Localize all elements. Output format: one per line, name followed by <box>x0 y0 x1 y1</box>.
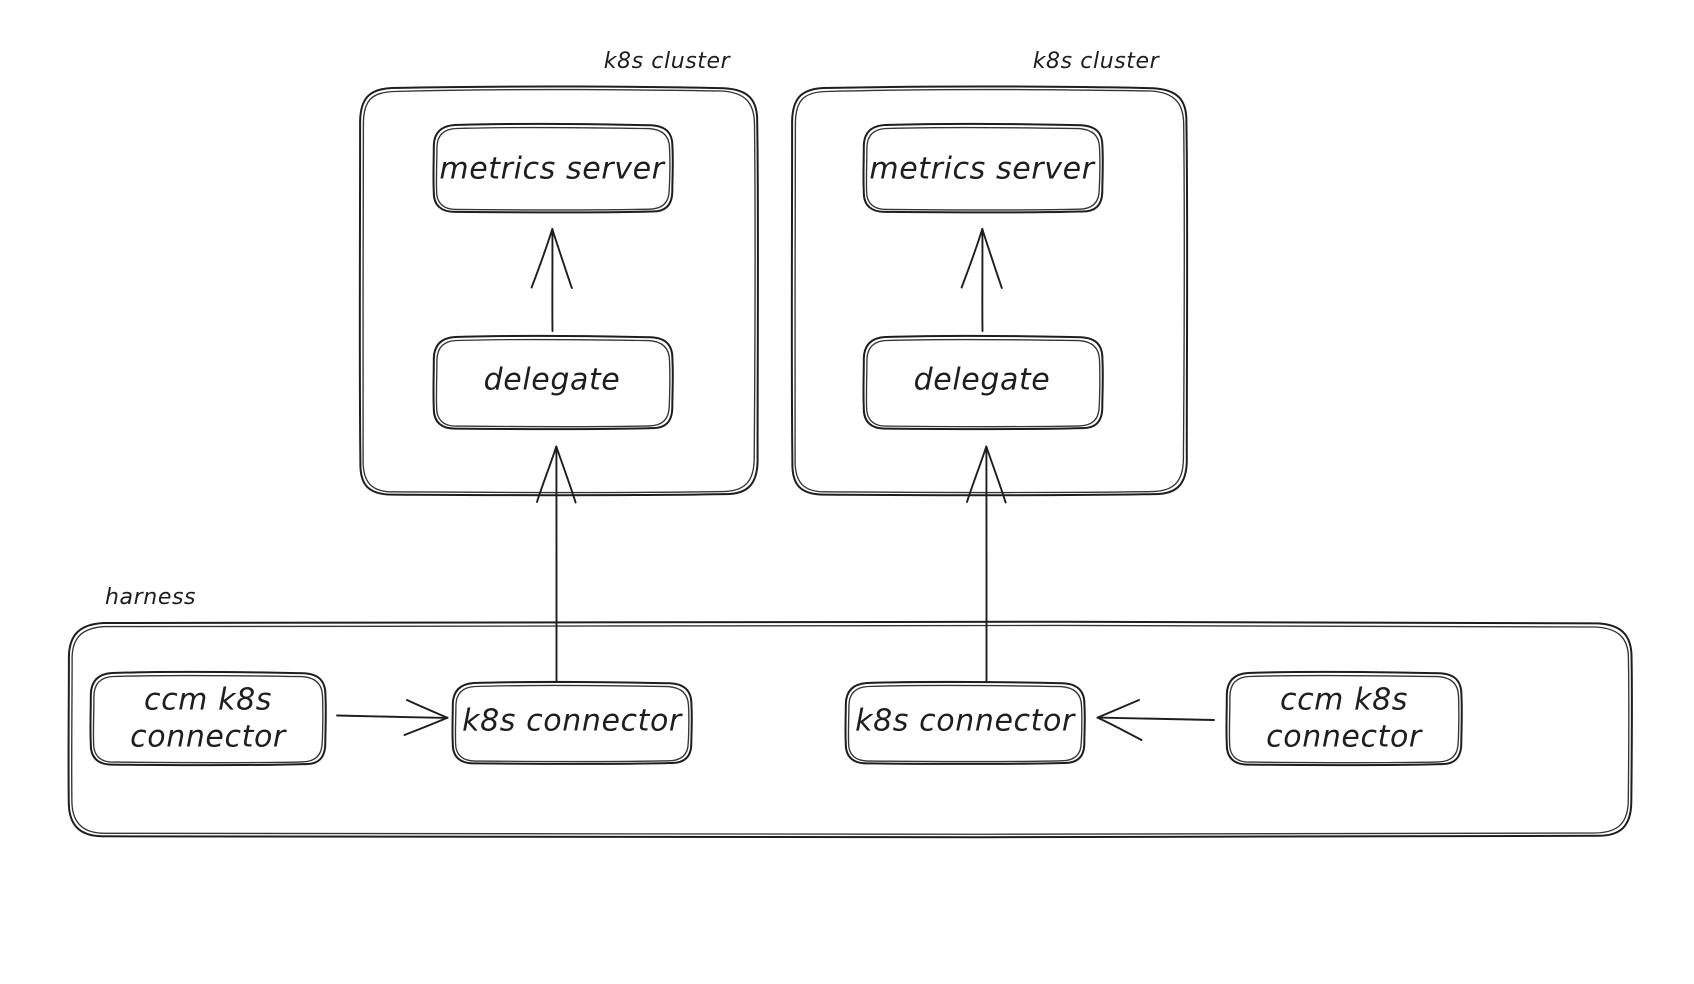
delegate-left-box <box>432 334 674 431</box>
group-harness[interactable]: harness <box>67 585 1633 839</box>
ccm-k8s-connector-right-box <box>1225 670 1463 767</box>
edge-delegate-to-metrics-right <box>960 228 1003 332</box>
edge-ccm-k8sconn-left-line <box>336 714 448 719</box>
k8s-connector-left-box-shadow <box>454 684 690 763</box>
ccm-k8s-connector-left-label-line2: connector <box>130 720 287 755</box>
k8s-cluster-left-label: k8s cluster <box>604 49 732 74</box>
edge-ccm-k8sconn-right-line <box>1097 716 1215 721</box>
edge-delegate-metrics-right-head-a <box>960 228 984 289</box>
group-k8s-cluster-right[interactable]: k8s cluster <box>790 49 1189 497</box>
node-ccm-k8s-connector-left[interactable]: ccm k8s connector <box>89 670 327 767</box>
edge-delegate-metrics-left-head-b <box>551 228 573 289</box>
node-ccm-k8s-connector-right[interactable]: ccm k8s connector <box>1225 670 1463 767</box>
harness-outline <box>67 620 1633 839</box>
k8s-connector-left-box <box>451 680 693 765</box>
node-k8s-connector-right[interactable]: k8s connector <box>844 680 1086 765</box>
edge-delegate-metrics-right-head-b <box>981 228 1003 289</box>
ccm-k8s-connector-left-label-line1: ccm k8s <box>144 683 272 718</box>
metrics-server-left-box-shadow <box>435 126 671 211</box>
edge-delegate-to-metrics-left <box>530 228 573 332</box>
edge-ccm-k8sconn-right-head-b <box>1096 716 1143 741</box>
node-delegate-right[interactable]: delegate <box>862 334 1104 431</box>
k8s-connector-right-box <box>844 680 1086 765</box>
edge-k8sconnector-to-delegate-left <box>536 445 577 682</box>
delegate-right-box-shadow <box>865 338 1101 428</box>
ccm-k8s-connector-right-label-line1: ccm k8s <box>1280 683 1408 718</box>
k8s-cluster-left-outline-shadow <box>362 88 756 494</box>
k8s-connector-right-box-shadow <box>847 684 1083 763</box>
k8s-cluster-left-outline <box>358 85 759 497</box>
node-metrics-server-right[interactable]: metrics server <box>862 122 1104 214</box>
metrics-server-left-box <box>432 122 674 214</box>
delegate-left-label: delegate <box>484 363 621 398</box>
group-k8s-cluster-left[interactable]: k8s cluster <box>358 49 759 497</box>
edge-ccm-k8sconn-left-head-a <box>406 699 449 719</box>
harness-label: harness <box>105 585 196 610</box>
delegate-right-label: delegate <box>914 363 1051 398</box>
edge-k8sconn-delegate-right-head-a <box>966 445 988 503</box>
edge-ccm-to-k8sconnector-right <box>1096 699 1215 741</box>
ccm-k8s-connector-left-box-shadow <box>92 674 324 764</box>
metrics-server-right-box-shadow <box>865 126 1101 211</box>
delegate-right-box <box>862 334 1104 431</box>
k8s-connector-left-label: k8s connector <box>462 704 683 739</box>
ccm-k8s-connector-right-label-line2: connector <box>1266 720 1423 755</box>
ccm-k8s-connector-right-box-shadow <box>1228 674 1460 764</box>
k8s-connector-right-label: k8s connector <box>855 704 1076 739</box>
edge-k8sconn-delegate-left-head-b <box>555 445 577 504</box>
k8s-cluster-right-outline-shadow <box>794 88 1185 494</box>
k8s-cluster-right-label: k8s cluster <box>1033 49 1161 74</box>
edge-k8sconn-delegate-left-head-a <box>536 445 558 503</box>
edge-ccm-k8sconn-left-head-b <box>403 716 449 736</box>
edge-k8sconn-delegate-right-head-b <box>985 445 1007 504</box>
harness-outline-shadow <box>71 624 1630 835</box>
edge-ccm-k8sconn-right-head-a <box>1096 699 1140 719</box>
ccm-k8s-connector-left-box <box>89 670 327 767</box>
metrics-server-left-label: metrics server <box>439 152 665 187</box>
delegate-left-box-shadow <box>435 338 671 428</box>
metrics-server-right-box <box>862 122 1104 214</box>
metrics-server-right-label: metrics server <box>869 152 1095 187</box>
node-k8s-connector-left[interactable]: k8s connector <box>451 680 693 765</box>
edge-k8sconnector-to-delegate-right <box>966 445 1007 682</box>
node-delegate-left[interactable]: delegate <box>432 334 674 431</box>
edge-delegate-metrics-left-head-a <box>530 228 554 289</box>
k8s-cluster-right-outline <box>790 85 1189 497</box>
edge-ccm-to-k8sconnector-left <box>336 699 449 736</box>
node-metrics-server-left[interactable]: metrics server <box>432 122 674 214</box>
